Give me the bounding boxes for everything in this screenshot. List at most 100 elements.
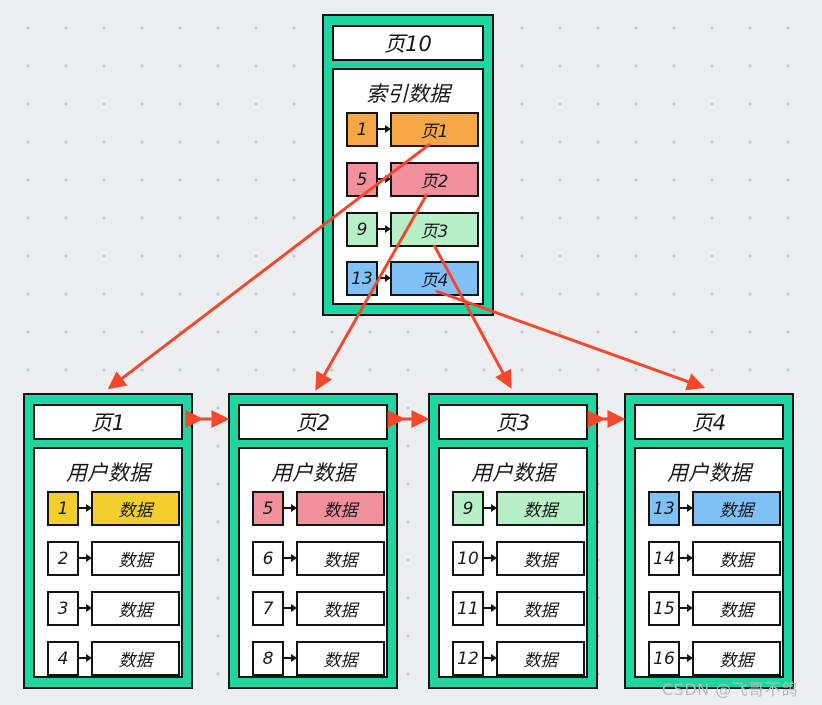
index-key: 5 (346, 162, 378, 197)
data-page-node-2: 页2 用户数据 5 数据 6 数据 7 数据 8 数据 (228, 393, 398, 689)
row-key: 10 (452, 541, 484, 576)
row-key: 1 (47, 491, 79, 526)
row-key: 14 (648, 541, 680, 576)
index-row: 9 页3 (334, 212, 482, 247)
page4-body: 用户数据 13 数据 14 数据 15 数据 16 数据 (634, 447, 784, 678)
right-arrow-icon (679, 654, 693, 662)
row-value: 数据 (692, 591, 781, 626)
row-key: 11 (452, 591, 484, 626)
index-page-body: 索引数据 1 页1 5 页2 9 页3 13 页4 (332, 68, 484, 305)
right-arrow-icon (377, 225, 391, 233)
row-key: 12 (452, 641, 484, 676)
row-value: 数据 (496, 591, 585, 626)
page1-body: 用户数据 1 数据 2 数据 3 数据 4 数据 (33, 447, 183, 678)
right-arrow-icon (679, 604, 693, 612)
data-page-node-4: 页4 用户数据 13 数据 14 数据 15 数据 16 数据 (624, 393, 794, 689)
data-row: 5 数据 (240, 491, 386, 526)
row-value: 数据 (496, 491, 585, 526)
row-key: 3 (47, 591, 79, 626)
index-pointer: 页2 (390, 162, 479, 197)
right-arrow-icon (78, 504, 92, 512)
index-row: 5 页2 (334, 162, 482, 197)
right-arrow-icon (377, 125, 391, 133)
row-key: 7 (252, 591, 284, 626)
index-page-title: 页10 (332, 25, 484, 61)
data-row: 15 数据 (636, 591, 782, 626)
page3-title-label: 页3 (495, 411, 531, 435)
index-pointer: 页3 (390, 212, 479, 247)
row-key: 8 (252, 641, 284, 676)
row-key: 15 (648, 591, 680, 626)
page4-title: 页4 (634, 404, 784, 440)
row-value: 数据 (91, 591, 180, 626)
row-value: 数据 (296, 591, 385, 626)
row-key: 9 (452, 491, 484, 526)
row-value: 数据 (296, 641, 385, 676)
right-arrow-icon (483, 504, 497, 512)
page2-section-title: 用户数据 (271, 461, 355, 485)
watermark: CSDN @飞哥不鸽 (662, 680, 798, 699)
right-arrow-icon (283, 504, 297, 512)
index-pointer: 页1 (390, 112, 479, 147)
data-row: 16 数据 (636, 641, 782, 676)
page3-section-title: 用户数据 (471, 461, 555, 485)
right-arrow-icon (483, 654, 497, 662)
data-row: 6 数据 (240, 541, 386, 576)
data-row: 12 数据 (440, 641, 586, 676)
page1-section-title: 用户数据 (66, 461, 150, 485)
index-page-node: 页10 索引数据 1 页1 5 页2 9 页3 13 页4 (322, 14, 494, 316)
row-key: 6 (252, 541, 284, 576)
index-row: 13 页4 (334, 261, 482, 296)
data-row: 8 数据 (240, 641, 386, 676)
page1-title-label: 页1 (90, 411, 126, 435)
right-arrow-icon (78, 554, 92, 562)
data-row: 14 数据 (636, 541, 782, 576)
data-row: 4 数据 (35, 641, 181, 676)
page3-body: 用户数据 9 数据 10 数据 11 数据 12 数据 (438, 447, 588, 678)
page4-title-label: 页4 (691, 411, 727, 435)
right-arrow-icon (78, 604, 92, 612)
index-key: 1 (346, 112, 378, 147)
row-value: 数据 (296, 491, 385, 526)
right-arrow-icon (377, 274, 391, 282)
index-row: 1 页1 (334, 112, 482, 147)
data-row: 13 数据 (636, 491, 782, 526)
data-page-node-3: 页3 用户数据 9 数据 10 数据 11 数据 12 数据 (428, 393, 598, 689)
row-value: 数据 (296, 541, 385, 576)
row-key: 2 (47, 541, 79, 576)
right-arrow-icon (679, 504, 693, 512)
data-row: 9 数据 (440, 491, 586, 526)
page4-section-title: 用户数据 (667, 461, 751, 485)
row-key: 5 (252, 491, 284, 526)
row-value: 数据 (496, 541, 585, 576)
right-arrow-icon (483, 604, 497, 612)
row-key: 4 (47, 641, 79, 676)
right-arrow-icon (483, 554, 497, 562)
right-arrow-icon (283, 654, 297, 662)
data-row: 1 数据 (35, 491, 181, 526)
row-value: 数据 (692, 641, 781, 676)
index-pointer: 页4 (390, 261, 479, 296)
page2-title: 页2 (238, 404, 388, 440)
row-value: 数据 (692, 541, 781, 576)
row-key: 13 (648, 491, 680, 526)
right-arrow-icon (679, 554, 693, 562)
row-value: 数据 (91, 641, 180, 676)
row-key: 16 (648, 641, 680, 676)
index-key: 13 (346, 261, 378, 296)
index-page-title-label: 页10 (384, 32, 432, 56)
right-arrow-icon (283, 554, 297, 562)
data-row: 7 数据 (240, 591, 386, 626)
page2-body: 用户数据 5 数据 6 数据 7 数据 8 数据 (238, 447, 388, 678)
row-value: 数据 (91, 491, 180, 526)
data-row: 2 数据 (35, 541, 181, 576)
page2-title-label: 页2 (295, 411, 331, 435)
data-row: 11 数据 (440, 591, 586, 626)
row-value: 数据 (692, 491, 781, 526)
right-arrow-icon (283, 604, 297, 612)
right-arrow-icon (377, 175, 391, 183)
data-row: 3 数据 (35, 591, 181, 626)
row-value: 数据 (91, 541, 180, 576)
data-row: 10 数据 (440, 541, 586, 576)
